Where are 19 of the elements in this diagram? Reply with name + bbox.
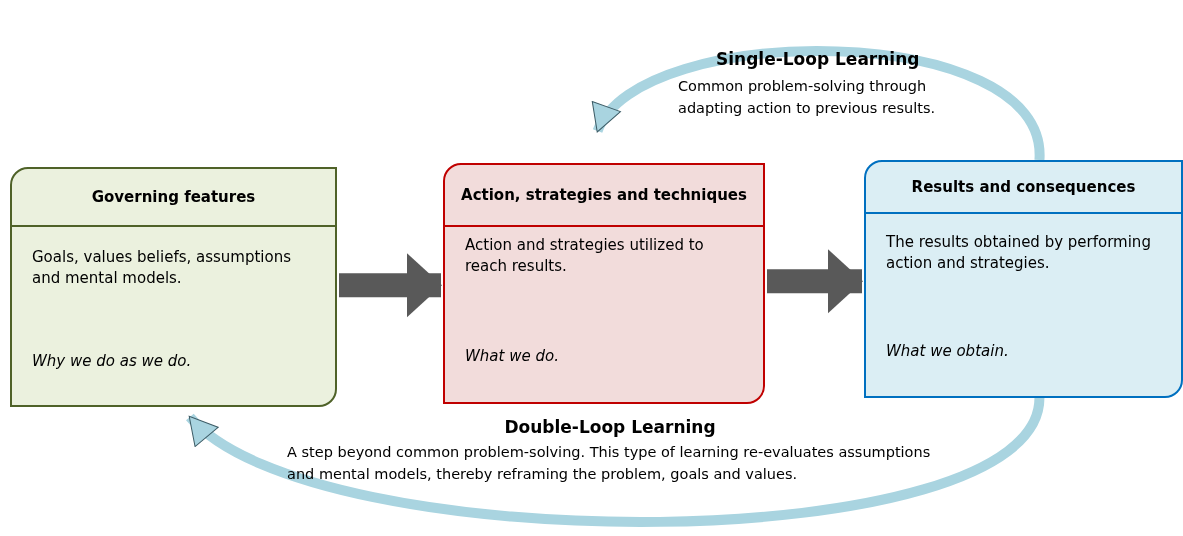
box-description: The results obtained by performing action and strategies. bbox=[886, 232, 1152, 274]
box-description: Goals, values beliefs, assumptions and mental models. bbox=[32, 247, 293, 289]
process-box bbox=[443, 163, 765, 404]
loop-description: Common problem-solving through adapting action to previous results. bbox=[678, 77, 937, 118]
process-box bbox=[10, 167, 337, 407]
box-description: Action and strategies utilized to reach results. bbox=[465, 235, 705, 277]
block-arrow bbox=[767, 249, 863, 314]
curved-arrow bbox=[593, 46, 1045, 161]
loop-title: Single-Loop Learning bbox=[716, 48, 920, 70]
process-box bbox=[864, 160, 1183, 398]
loop-description: A step beyond common problem-solving. This type of learning re-evaluates assumptions and mental models, thereby reframing the problem, goals and values. bbox=[287, 443, 932, 484]
box-note: What we do. bbox=[465, 347, 559, 365]
box-heading: Results and consequences bbox=[866, 162, 1181, 214]
box-note: What we obtain. bbox=[886, 342, 1009, 360]
box-heading: Action, strategies and techniques bbox=[445, 165, 763, 227]
loop-title: Double-Loop Learning bbox=[503, 416, 717, 438]
block-arrow bbox=[339, 253, 442, 318]
box-heading: Governing features bbox=[12, 169, 335, 227]
box-note: Why we do as we do. bbox=[32, 352, 192, 370]
